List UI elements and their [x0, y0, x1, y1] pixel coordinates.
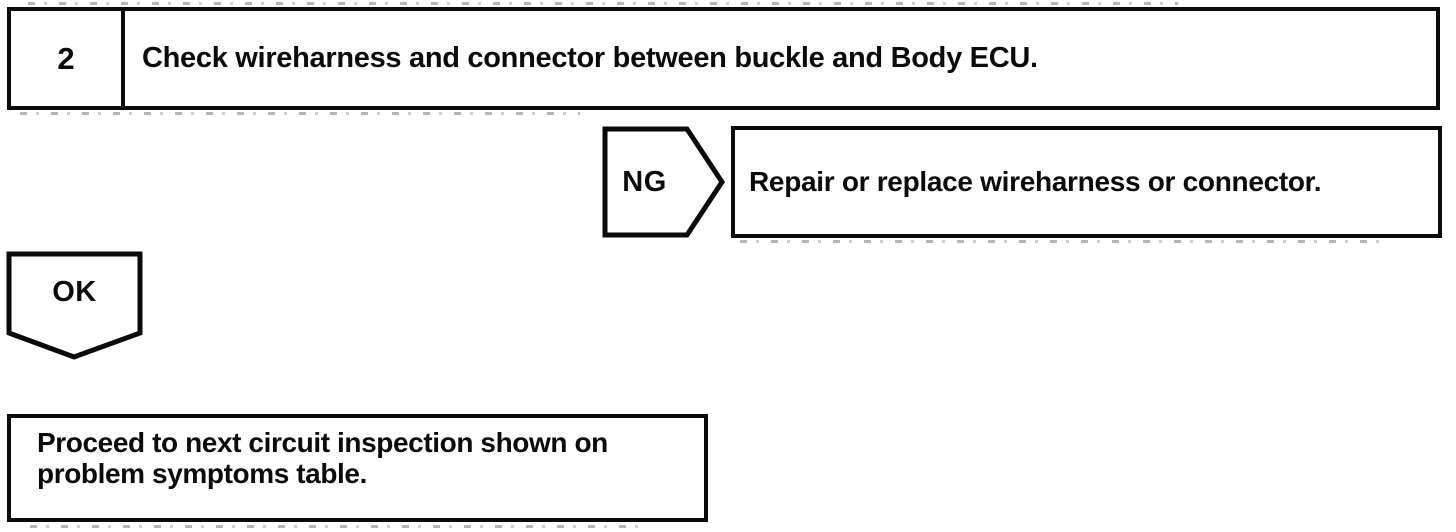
ok-pentagon-down-icon	[6, 251, 143, 360]
ng-action-box: Repair or replace wireharness or connect…	[731, 126, 1442, 238]
scan-noise-strip	[740, 240, 1380, 243]
step-number: 2	[11, 11, 125, 106]
ng-connector: NG	[602, 126, 725, 238]
ng-pentagon-right-icon	[602, 126, 725, 238]
scan-noise-strip	[28, 2, 1178, 5]
proceed-text: Proceed to next circuit inspection shown…	[37, 427, 608, 489]
step-instruction: Check wireharness and connector between …	[142, 42, 1038, 74]
proceed-box: Proceed to next circuit inspection shown…	[7, 414, 708, 522]
ng-label: NG	[622, 165, 667, 198]
ok-connector: OK	[6, 251, 143, 360]
scan-noise-strip	[30, 525, 650, 528]
scan-noise-strip	[20, 112, 580, 115]
ok-label: OK	[52, 275, 97, 308]
ng-action-text: Repair or replace wireharness or connect…	[749, 166, 1322, 197]
step-box: 2 Check wireharness and connector betwee…	[7, 7, 1440, 110]
